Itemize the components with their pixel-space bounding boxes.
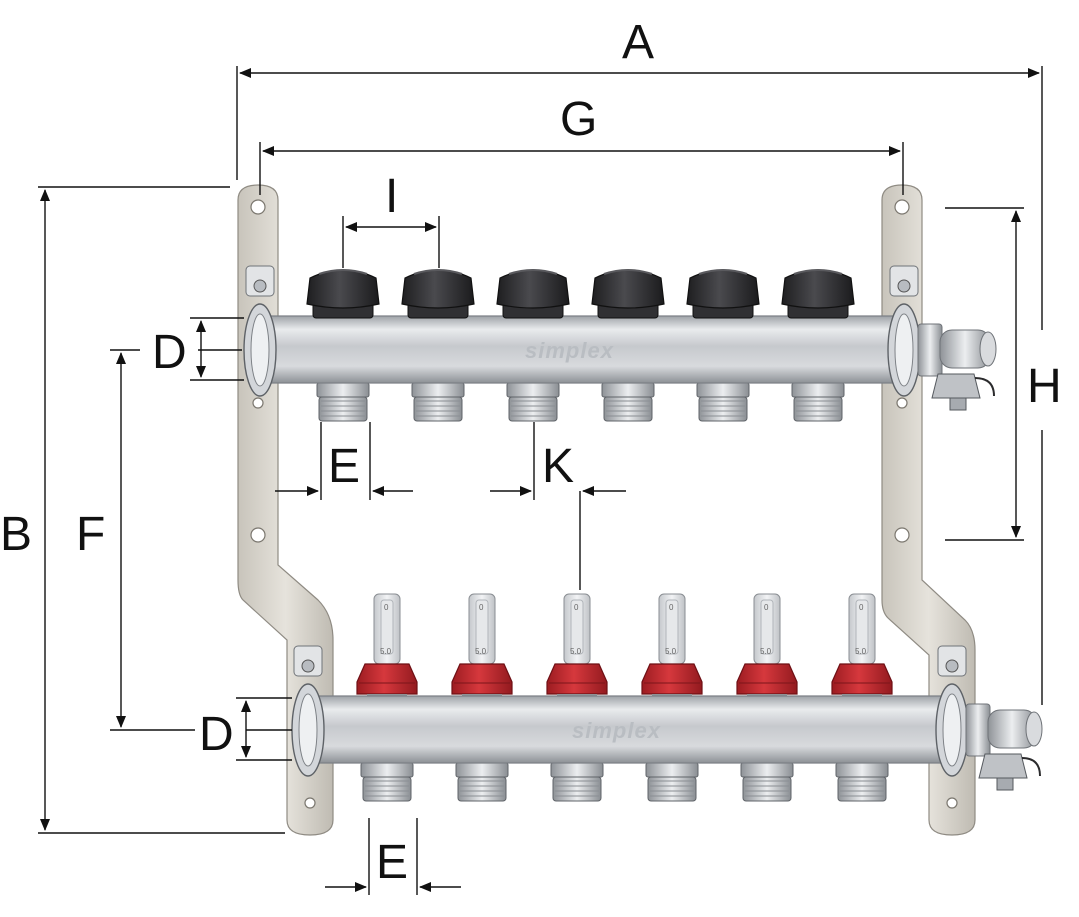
valve-cap-4 <box>591 269 665 319</box>
top-outlet-fitting-3 <box>506 382 560 422</box>
bottom-outlet-fitting-1 <box>360 762 414 802</box>
dim-label-d-top: D <box>152 326 187 379</box>
top-brand-text: simplex <box>525 338 614 363</box>
dim-label-k: K <box>542 440 574 493</box>
dimension-lines <box>38 66 1043 895</box>
bottom-vent-valve <box>965 703 1043 791</box>
bottom-brand-text: simplex <box>572 718 661 743</box>
flowmeter-scale-bottom: 5.0 <box>665 647 677 656</box>
top-outlet-fitting-2 <box>411 382 465 422</box>
flowmeter-4: 05.0 <box>641 593 703 698</box>
flowmeter-5: 05.0 <box>736 593 798 698</box>
bottom-manifold: 05.005.005.005.005.005.0 simplex <box>291 593 1043 802</box>
flowmeter-scale-top: 0 <box>384 603 389 612</box>
flowmeter-scale-top: 0 <box>479 603 484 612</box>
top-vent-valve <box>917 323 997 411</box>
bottom-outlet-fitting-2 <box>455 762 509 802</box>
dim-label-g: G <box>560 93 597 146</box>
dim-label-a: A <box>622 16 654 69</box>
bottom-outlet-fitting-3 <box>550 762 604 802</box>
top-outlet-fitting-5 <box>696 382 750 422</box>
bottom-outlet-fitting-4 <box>645 762 699 802</box>
valve-cap-3 <box>496 269 570 319</box>
flowmeter-3: 05.0 <box>546 593 608 698</box>
flowmeter-scale-top: 0 <box>859 603 864 612</box>
flowmeter-scale-bottom: 5.0 <box>760 647 772 656</box>
dim-label-e-top: E <box>328 440 360 493</box>
dim-label-b: B <box>0 508 32 561</box>
flowmeter-1: 05.0 <box>356 593 418 698</box>
valve-cap-6 <box>781 269 855 319</box>
top-outlet-fitting-4 <box>601 382 655 422</box>
flowmeter-scale-top: 0 <box>764 603 769 612</box>
dim-label-e-bottom: E <box>376 836 408 889</box>
flowmeter-scale-bottom: 5.0 <box>475 647 487 656</box>
dim-label-d-bottom: D <box>199 708 234 761</box>
bottom-outlet-fitting-6 <box>835 762 889 802</box>
flowmeter-scale-top: 0 <box>574 603 579 612</box>
top-manifold: simplex <box>243 265 997 422</box>
flowmeter-scale-top: 0 <box>669 603 674 612</box>
dim-label-i: I <box>385 170 398 223</box>
dimension-labels: A G I B F D D H E K E <box>0 16 1062 889</box>
top-right-clamp <box>887 265 921 397</box>
flowmeter-2: 05.0 <box>451 593 513 698</box>
dim-label-f: F <box>76 508 105 561</box>
bottom-right-clamp <box>935 645 969 777</box>
bottom-outlet-fitting-5 <box>740 762 794 802</box>
top-outlet-fitting-6 <box>791 382 845 422</box>
dim-label-h: H <box>1027 360 1062 413</box>
valve-cap-5 <box>686 269 760 319</box>
bottom-left-clamp <box>291 645 325 777</box>
flowmeter-scale-bottom: 5.0 <box>570 647 582 656</box>
top-left-clamp <box>243 265 277 397</box>
flowmeter-scale-bottom: 5.0 <box>380 647 392 656</box>
top-outlet-fitting-1 <box>316 382 370 422</box>
valve-cap-1 <box>306 269 380 319</box>
valve-cap-2 <box>401 269 475 319</box>
flowmeter-scale-bottom: 5.0 <box>855 647 867 656</box>
